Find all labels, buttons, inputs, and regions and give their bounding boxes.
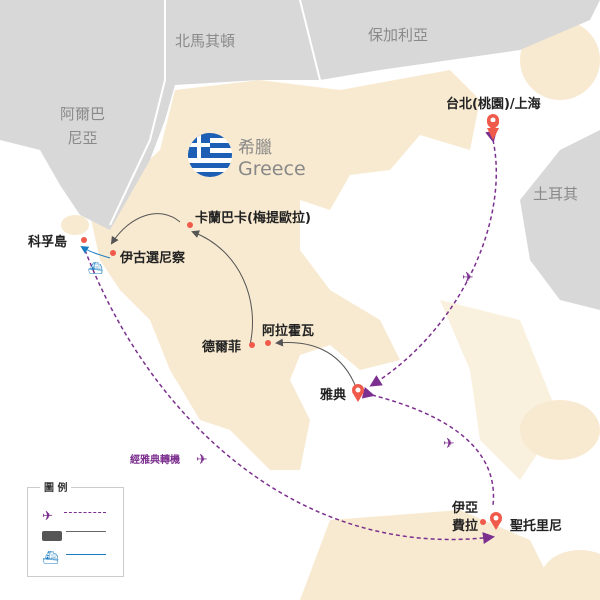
plane-icon: ✈ [42, 509, 53, 524]
pin-icon [352, 384, 364, 402]
svg-text:⛴: ⛴ [88, 261, 103, 275]
city-santorini: 聖托里尼 [510, 519, 563, 534]
country-bulgaria: 保加利亞 [368, 26, 429, 44]
bus-icon [42, 531, 62, 541]
svg-text:✈: ✈ [462, 270, 474, 286]
city-taipei: 台北(桃園)/上海 [446, 97, 541, 112]
legend-bus [42, 526, 112, 541]
turkey-land [520, 130, 600, 310]
svg-text:✈: ✈ [196, 452, 208, 468]
neighbor-countries [0, 0, 600, 230]
pin-icon [487, 114, 500, 140]
pin-icon [490, 512, 502, 530]
bus-delphi-kalambaka [191, 230, 253, 346]
flight-athens-santorini [361, 386, 495, 506]
city-corfu: 科孚島 [28, 235, 68, 250]
city-igoumenitsa: 伊古選尼察 [120, 251, 186, 266]
legend-ferry: ⛴ [42, 547, 112, 566]
country-title-en: Greece [238, 158, 306, 180]
city-oia: 伊亞 [452, 501, 479, 516]
bus-kalambaka-igoumenitsa [110, 213, 181, 245]
city-fira: 費拉 [452, 519, 479, 534]
ferry-icon: ⛴ [42, 551, 59, 566]
legend-title: 圖 例 [40, 479, 72, 494]
city-kalambaka: 卡蘭巴卡(梅提歐拉) [195, 211, 311, 226]
greece-flag-icon [188, 133, 232, 177]
legend-flight: ✈ [42, 505, 112, 524]
city-delphi: 德爾菲 [202, 340, 242, 355]
country-turkey: 土耳其 [533, 185, 579, 203]
country-albania: 阿爾巴 尼亞 [60, 105, 106, 147]
flight-corfu-santorini [84, 249, 495, 545]
svg-text:✈: ✈ [443, 436, 455, 452]
city-athens: 雅典 [320, 388, 347, 403]
country-north-macedonia: 北馬其頓 [175, 32, 236, 50]
country-title-zh: 希臘 [238, 138, 272, 158]
route-note: 經雅典轉機 [130, 455, 180, 466]
bus-athens-arachova [275, 338, 356, 386]
flight-taipei-athens [369, 129, 498, 387]
city-arachova: 阿拉霍瓦 [262, 324, 315, 339]
ferry-igoumenitsa-corfu [80, 245, 111, 259]
legend: 圖 例 ✈ ⛴ [27, 479, 124, 577]
